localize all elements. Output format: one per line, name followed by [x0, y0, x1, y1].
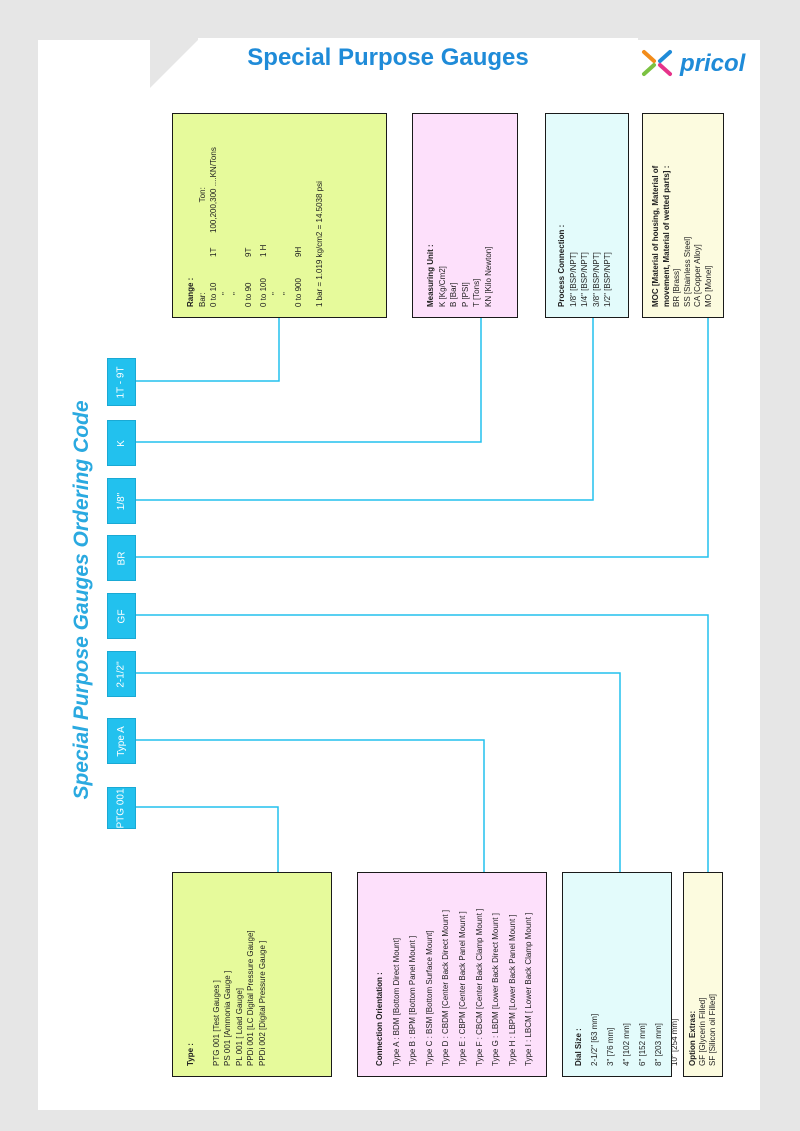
connection-item: Type C : BSM [Bottom Surface Mount]: [424, 930, 434, 1066]
dial-item: 6" [152 mm]: [638, 1023, 647, 1066]
dial-item: 2-1/2" [63 mm]: [590, 1013, 599, 1066]
range-ton-label: Ton:: [197, 187, 207, 203]
type-heading: Type :: [186, 1043, 195, 1066]
measuring-item: KN [Kilo Newton]: [483, 246, 493, 307]
moc-heading-2: movement, Material of wetted parts] :: [661, 165, 671, 307]
options-heading: Option Extras:: [688, 1010, 697, 1066]
type-item: PPDi 001 [LC Digital Pressure Gauge]: [246, 930, 255, 1066]
range-row: 0 to 101T100,200,300 ....KN/Tons: [209, 147, 218, 307]
page-title: Special Purpose Gauges: [247, 44, 529, 71]
process-item: 3/8" [BSP/NPT]: [591, 252, 601, 307]
dial-item: 8" [203 mm]: [654, 1023, 663, 1066]
moc-box: MOC [Material of housing, Material of mo…: [642, 113, 724, 318]
pricol-mark-icon: [642, 50, 672, 76]
type-box: Type : PTG 001 [Test Gauges ] PS 001 [Am…: [172, 872, 332, 1077]
process-item: 1/2" [BSP/NPT]: [603, 252, 612, 307]
measuring-item: P [PSI]: [460, 282, 470, 307]
moc-item: SS [Stainless Steel]: [682, 236, 692, 307]
code-connection: Type A: [107, 718, 136, 764]
moc-item: MO [Monel]: [703, 265, 713, 307]
dial-size-box: Dial Size : 2-1/2" [63 mm] 3" [76 mm] 4"…: [562, 872, 679, 1077]
options-item: GF [Glycerin Filled]: [698, 997, 707, 1066]
code-unit: K: [107, 420, 136, 466]
header-tab: [198, 38, 638, 86]
measuring-item: T [Tons]: [472, 278, 481, 307]
header-tab-slant: [150, 38, 200, 88]
dial-item: 3" [76 mm]: [606, 1027, 615, 1066]
moc-content: MOC [Material of housing, Material of mo…: [651, 117, 714, 307]
code-range: 1T - 9T: [107, 358, 136, 406]
type-item: PS 001 [Ammonia Gauge ]: [223, 970, 232, 1066]
connection-item: Type F : CBCM [Center Back Clamp Mount ]: [474, 908, 484, 1066]
connection-content: Connection Orientation : Type A : BDM [B…: [372, 876, 538, 1066]
range-bar-label: Bar:Ton:: [197, 187, 207, 307]
process-connection-box: Process Connection : 1/8" [BSP/NPT] 1/4"…: [545, 113, 629, 318]
type-item: PTG 001 [Test Gauges ]: [211, 980, 221, 1066]
connection-heading: Connection Orientation :: [375, 972, 384, 1066]
code-process: 1/8": [107, 478, 136, 524]
connection-item: Type E : CBPM [Center Back Panel Mount ]: [457, 911, 467, 1066]
dial-item: 10" [254 mm]: [670, 1018, 679, 1066]
range-row: ": [220, 292, 230, 295]
process-item: 1/8" [BSP/NPT]: [568, 252, 578, 307]
option-extras-box: Option Extras: GF [Glycerin Filled] SF […: [683, 872, 723, 1077]
range-row: 0 to 909T: [243, 247, 253, 307]
connection-item: Type G : LBDM [Lower Back Direct Mount ]: [491, 913, 501, 1066]
dial-heading: Dial Size :: [574, 1028, 583, 1066]
connection-item: Type B : BPM [Bottom Panel Mount ]: [408, 935, 418, 1066]
range-row: 0 to 9009H: [293, 246, 303, 307]
range-row: ": [270, 292, 280, 295]
dial-content: Dial Size : 2-1/2" [63 mm] 3" [76 mm] 4"…: [571, 876, 683, 1066]
measuring-item: B [Bar]: [449, 282, 458, 307]
dial-item: 4" [102 mm]: [622, 1023, 631, 1066]
type-item: PL 001 [ Load Gauge]: [234, 988, 244, 1066]
process-heading: Process Connection :: [557, 224, 566, 307]
connection-item: Type I : LBCM [ Lower Back Clamp Mount ]: [524, 912, 534, 1066]
type-content: Type : PTG 001 [Test Gauges ] PS 001 [Am…: [185, 876, 268, 1066]
code-moc: BR: [107, 535, 136, 581]
measuring-heading: Measuring Unit :: [426, 244, 435, 307]
measuring-unit-content: Measuring Unit : K [Kg/Cm2] B [Bar] P [P…: [425, 117, 494, 307]
moc-item: CA [Copper Alloy]: [693, 244, 702, 307]
pricol-logo: pricol: [640, 48, 760, 82]
measuring-unit-box: Measuring Unit : K [Kg/Cm2] B [Bar] P [P…: [412, 113, 518, 318]
options-item: SF [Silicon oil Filled]: [708, 993, 717, 1066]
range-content: Range : Bar:Ton: 0 to 101T100,200,300 ..…: [185, 117, 326, 307]
connection-item: Type D : CBDM [Center Back Direct Mount …: [441, 909, 451, 1066]
range-note: 1 bar = 1.019 kg/cm2 = 14.5038 psi: [315, 181, 324, 307]
range-row: ": [232, 292, 241, 295]
connection-item: Type A : BDM [Bottom Direct Mount]: [391, 937, 401, 1066]
code-option: GF: [107, 593, 136, 639]
pricol-logo-text: pricol: [680, 50, 746, 77]
connection-orientation-box: Connection Orientation : Type A : BDM [B…: [357, 872, 547, 1077]
type-item: PPDi 002 [Digital Pressure Gauge ]: [257, 940, 267, 1066]
options-content: Option Extras: GF [Glycerin Filled] SF […: [688, 876, 718, 1066]
measuring-item: K [Kg/Cm2]: [437, 266, 447, 307]
range-row: ": [282, 292, 291, 295]
moc-item: BR [Brass]: [672, 268, 681, 307]
code-dial-size: 2-1/2": [107, 651, 136, 697]
range-box: Range : Bar:Ton: 0 to 101T100,200,300 ..…: [172, 113, 387, 318]
code-type: PTG 001: [107, 787, 136, 829]
process-content: Process Connection : 1/8" [BSP/NPT] 1/4"…: [556, 117, 614, 307]
range-heading: Range :: [186, 277, 195, 307]
process-item: 1/4" [BSP/NPT]: [580, 252, 589, 307]
range-row: 0 to 1001 H: [259, 244, 268, 307]
connection-item: Type H : LBPM [Lower Back Panel Mount ]: [507, 914, 517, 1066]
moc-heading: MOC [Material of housing, Material of: [651, 165, 660, 307]
